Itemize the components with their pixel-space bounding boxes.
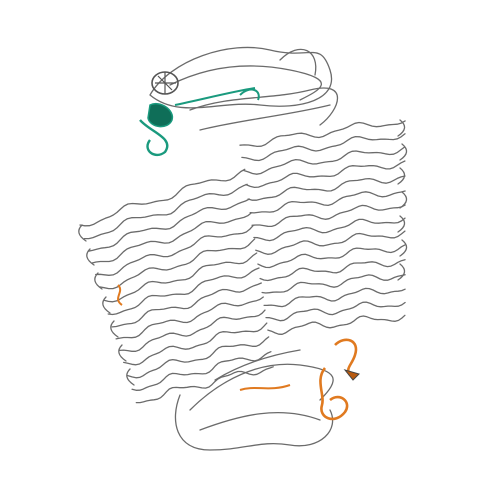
backbone-turn	[397, 263, 406, 281]
backbone-strand	[103, 252, 258, 303]
orange-helix	[334, 338, 358, 376]
backbone-strand	[115, 296, 264, 340]
orange-turn	[117, 284, 123, 306]
teal-highlight-region	[139, 71, 260, 157]
backbone-strand	[127, 336, 270, 379]
backbone-turn	[399, 191, 408, 209]
backbone-loop	[149, 46, 333, 109]
backbone-loop	[279, 48, 317, 76]
orange-strand	[239, 384, 291, 391]
backbone-loop	[174, 394, 334, 451]
backbone-strand	[243, 146, 406, 175]
backbone-strand	[119, 309, 266, 352]
backbone-loop	[189, 363, 334, 411]
backbone-strand	[99, 238, 256, 290]
orange-highlight-region	[117, 284, 360, 421]
teal-loop	[139, 119, 169, 157]
backbone-strand	[263, 287, 406, 308]
backbone-loop	[199, 104, 331, 131]
backbone-strand	[123, 322, 268, 366]
backbone-strand	[91, 212, 252, 264]
backbone-loop	[169, 65, 322, 101]
backbone-strand	[241, 133, 406, 162]
backbone-strand	[87, 198, 251, 252]
backbone-turn	[110, 320, 119, 338]
backbone-strand	[255, 230, 406, 255]
teal-strand	[174, 87, 260, 106]
backbone-strand	[95, 225, 254, 276]
backbone-strand	[79, 168, 246, 227]
backbone-turn	[86, 248, 95, 266]
backbone-turn	[397, 119, 406, 137]
backbone-strand	[245, 160, 406, 189]
backbone-loop	[189, 87, 339, 126]
backbone-strand	[259, 259, 406, 282]
backbone-turn	[118, 344, 127, 362]
teal-helix	[147, 103, 174, 128]
orange-arrow	[343, 369, 360, 381]
backbone-strand	[261, 274, 406, 294]
backbone-strand	[83, 183, 248, 240]
backbone-strand	[265, 301, 406, 322]
backbone-turn	[399, 143, 408, 161]
backbone-turn	[399, 239, 408, 257]
backbone-turn	[102, 296, 111, 314]
backbone-strand	[251, 204, 406, 228]
backbone-turn	[397, 167, 406, 185]
backbone-strand	[239, 120, 406, 148]
backbone-strand	[253, 217, 406, 242]
backbone-strand	[247, 175, 406, 201]
orange-loop	[319, 367, 349, 421]
backbone-loop	[214, 349, 301, 381]
backbone-strand	[131, 351, 272, 391]
backbone-trace	[78, 46, 408, 451]
backbone-strand	[111, 282, 262, 328]
backbone-turn	[397, 215, 406, 233]
backbone-loop	[199, 411, 321, 431]
backbone-strand	[249, 190, 406, 214]
backbone-turn	[126, 368, 135, 386]
backbone-strand	[257, 244, 406, 269]
backbone-strand	[267, 314, 406, 335]
helix-ring-spokes	[155, 72, 176, 94]
backbone-strand	[135, 366, 274, 404]
backbone-strand	[107, 267, 260, 316]
backbone-turn	[94, 272, 103, 290]
backbone-turn	[78, 224, 87, 242]
